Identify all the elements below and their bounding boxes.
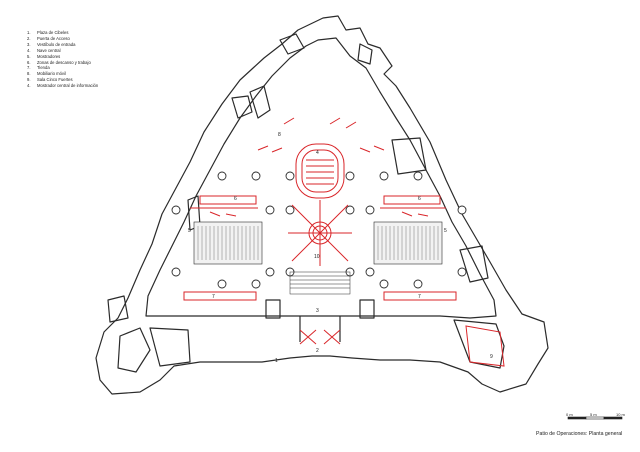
legend-item: 6.Zonas de descanso y trabajo xyxy=(27,59,91,65)
intervention-red xyxy=(183,117,505,367)
drawing-caption: Patio de Operaciones: Planta general xyxy=(536,431,623,437)
plan-label: 4 xyxy=(316,150,319,156)
legend-item: 4.Mostrador central de información xyxy=(27,83,99,89)
legend-item: 3.Vestíbulo de entrada xyxy=(27,41,76,47)
counter-hatch xyxy=(197,226,439,260)
legend-item: 8.Mobiliario móvil xyxy=(27,71,66,77)
legend-item: 4.Nave central xyxy=(27,47,61,53)
building-walls xyxy=(95,15,549,395)
legend-item: 9.Sala Cinco Fuertes xyxy=(27,77,73,83)
legend-item: 7.Tienda xyxy=(27,65,50,71)
plan-label: 5 xyxy=(444,228,447,234)
legend-item: 2.Puerta de Acceso xyxy=(27,35,70,41)
plan-label: 2 xyxy=(316,348,319,354)
plan-label: 1 xyxy=(275,358,278,364)
legend-item: 1.Plaza de Cibeles xyxy=(27,30,69,35)
plan-label: 8 xyxy=(278,132,281,138)
scale-label: 0 m xyxy=(566,412,573,417)
counter-blocks xyxy=(193,221,443,265)
plan-label: 7 xyxy=(212,294,215,300)
plan-label: 6 xyxy=(234,196,237,202)
legend-item: 5.Mostradores xyxy=(27,53,61,59)
plan-label: 10 xyxy=(314,254,320,260)
plan-label: 5 xyxy=(188,228,191,234)
legend: 1.Plaza de Cibeles 2.Puerta de Acceso 3.… xyxy=(27,30,98,89)
main-staircase xyxy=(289,271,351,295)
plan-label: 3 xyxy=(316,308,319,314)
column-grid xyxy=(171,171,467,289)
plan-labels: 1 2 3 4 5 5 6 6 7 7 8 9 10 xyxy=(188,132,493,364)
scale-bar xyxy=(567,416,623,420)
plan-label: 6 xyxy=(418,196,421,202)
scale-label: 10 m xyxy=(616,412,625,417)
plan-label: 7 xyxy=(418,294,421,300)
scale-label: 5 m xyxy=(590,412,597,417)
plan-label: 9 xyxy=(490,354,493,360)
